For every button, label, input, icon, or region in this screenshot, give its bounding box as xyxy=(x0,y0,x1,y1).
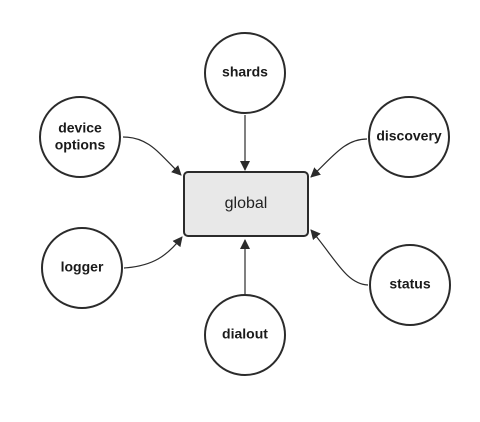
edge-discovery-to-global xyxy=(310,138,368,178)
node-device-options: device options xyxy=(39,96,121,178)
node-device-options-label-line2: options xyxy=(55,137,106,153)
center-node-global: global xyxy=(183,171,309,237)
node-shards: shards xyxy=(204,32,286,114)
center-node-label: global xyxy=(225,195,268,212)
node-logger: logger xyxy=(41,227,123,309)
node-shards-label: shards xyxy=(222,64,268,80)
node-dialout: dialout xyxy=(204,294,286,376)
node-discovery: discovery xyxy=(368,96,450,178)
edge-device-options-to-global xyxy=(122,136,182,176)
edge-logger-to-global xyxy=(123,236,183,269)
node-logger-label: logger xyxy=(61,259,104,275)
node-device-options-label-line1: device xyxy=(58,120,102,136)
node-status: status xyxy=(369,244,451,326)
edge-status-to-global xyxy=(310,229,369,286)
edges xyxy=(122,115,369,294)
node-dialout-label: dialout xyxy=(222,326,268,342)
node-discovery-label: discovery xyxy=(376,128,442,144)
node-status-label: status xyxy=(389,276,430,292)
